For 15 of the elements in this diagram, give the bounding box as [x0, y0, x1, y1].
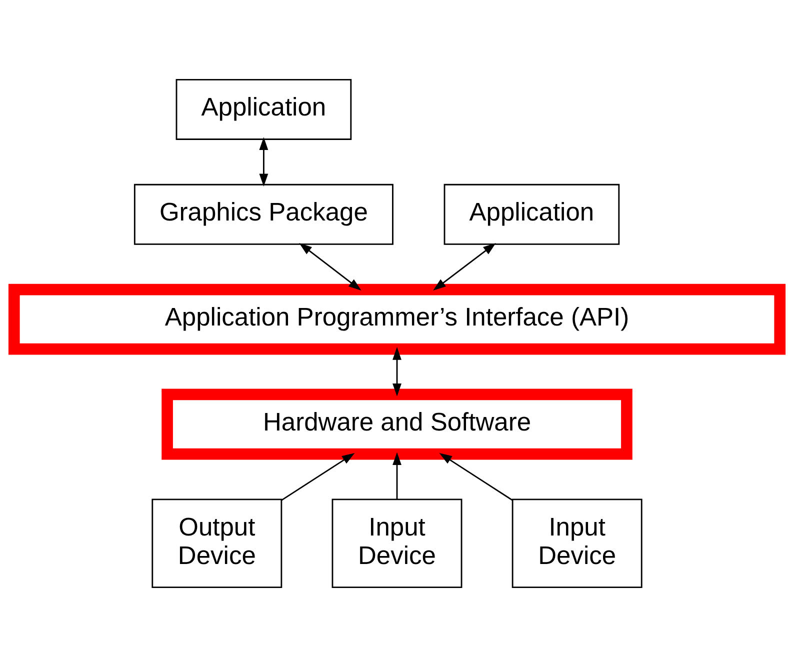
- arrow: [433, 242, 496, 291]
- node-box: Application: [444, 184, 620, 245]
- node-box: Input Device: [512, 498, 642, 588]
- arrow: [392, 347, 402, 396]
- node-box: Output Device: [152, 498, 282, 588]
- node-box: Hardware and Software: [162, 388, 632, 460]
- node-box: Application Programmer’s Interface (API): [8, 284, 786, 355]
- arrow: [392, 452, 402, 500]
- node-box: Application: [176, 78, 352, 140]
- arrow: [299, 242, 362, 291]
- node-box: Input Device: [332, 498, 462, 588]
- arrow: [281, 452, 355, 501]
- arrow: [259, 137, 268, 186]
- arrow: [439, 452, 513, 501]
- node-box: Graphics Package: [134, 184, 394, 245]
